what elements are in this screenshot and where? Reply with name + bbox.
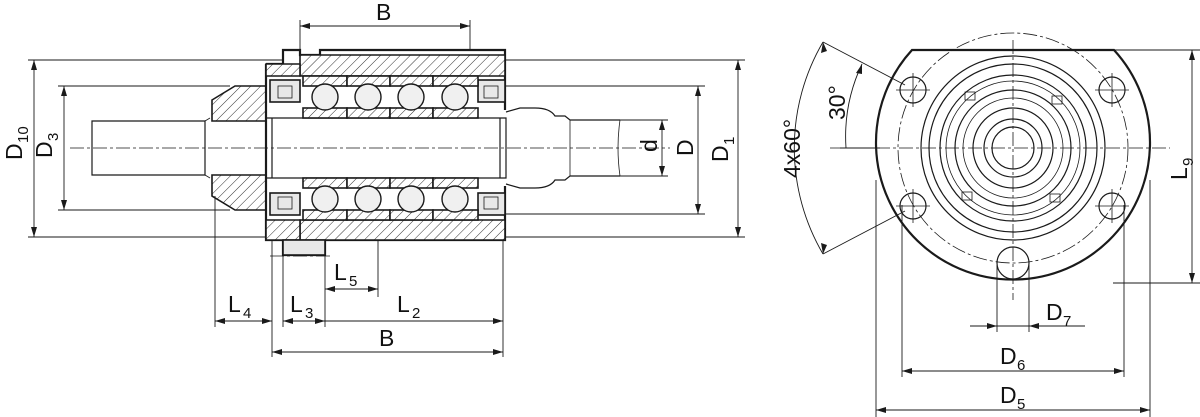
label-d10: D — [1, 143, 27, 160]
label-l4: L — [228, 291, 241, 317]
label-d3: D — [31, 141, 57, 158]
housing-flange-lower — [265, 219, 301, 241]
lock-nut-ring — [954, 89, 1072, 207]
housing-lower-wall — [299, 219, 506, 241]
label-d1: D — [707, 145, 733, 162]
bearing-row-upper — [302, 75, 479, 119]
dim-angle-4x60 — [793, 41, 824, 255]
label-d3-sub: 3 — [45, 133, 62, 141]
label-l9: L — [1166, 167, 1192, 180]
label-l9-sub: 9 — [1180, 158, 1197, 166]
label-l3-sub: 3 — [305, 305, 313, 322]
housing-flange-upper — [265, 63, 301, 77]
label-d5: D — [1000, 382, 1017, 408]
label-d6: D — [1000, 343, 1017, 369]
label-d10-sub: 10 — [15, 126, 32, 143]
lock-nut-lower — [211, 174, 267, 211]
housing-upper-wall — [299, 54, 506, 77]
housing-ring-outer — [920, 55, 1106, 241]
shaft-inner — [991, 126, 1035, 170]
label-l4-sub: 4 — [243, 305, 251, 322]
seal-right-upper — [477, 79, 506, 103]
label-l2: L — [397, 291, 410, 317]
label-angle-30: 30° — [824, 85, 850, 120]
flange-screw — [282, 239, 326, 256]
seal-left-lower — [269, 192, 301, 216]
label-b-bottom: B — [379, 325, 394, 351]
bearing-row-lower — [302, 177, 479, 221]
front-view: 4x60° 30° L 9 D 7 D — [779, 32, 1200, 417]
label-b-top: B — [376, 0, 391, 25]
label-l2-sub: 2 — [412, 305, 420, 322]
label-d7: D — [1046, 299, 1063, 325]
label-l5: L — [334, 259, 347, 285]
bolt-circle — [897, 32, 1129, 264]
lock-nut-upper — [211, 85, 267, 122]
label-d-main: D — [672, 139, 698, 156]
seal-right-lower — [477, 192, 506, 216]
shaft-outer — [983, 118, 1043, 178]
flange-outline — [874, 48, 1152, 281]
shaft-right-end — [505, 107, 620, 189]
section-view: B D 10 D 3 d — [1, 0, 745, 357]
label-d5-sub: 5 — [1017, 396, 1025, 413]
label-d7-sub: 7 — [1063, 313, 1071, 330]
seal-left-upper — [269, 79, 301, 103]
label-d-small: d — [636, 139, 662, 152]
label-l3: L — [290, 291, 303, 317]
label-angle-4x60: 4x60° — [779, 119, 805, 178]
label-d6-sub: 6 — [1017, 357, 1025, 374]
label-d1-sub: 1 — [721, 137, 738, 145]
label-l5-sub: 5 — [349, 273, 357, 290]
bolt-holes — [896, 73, 1129, 280]
